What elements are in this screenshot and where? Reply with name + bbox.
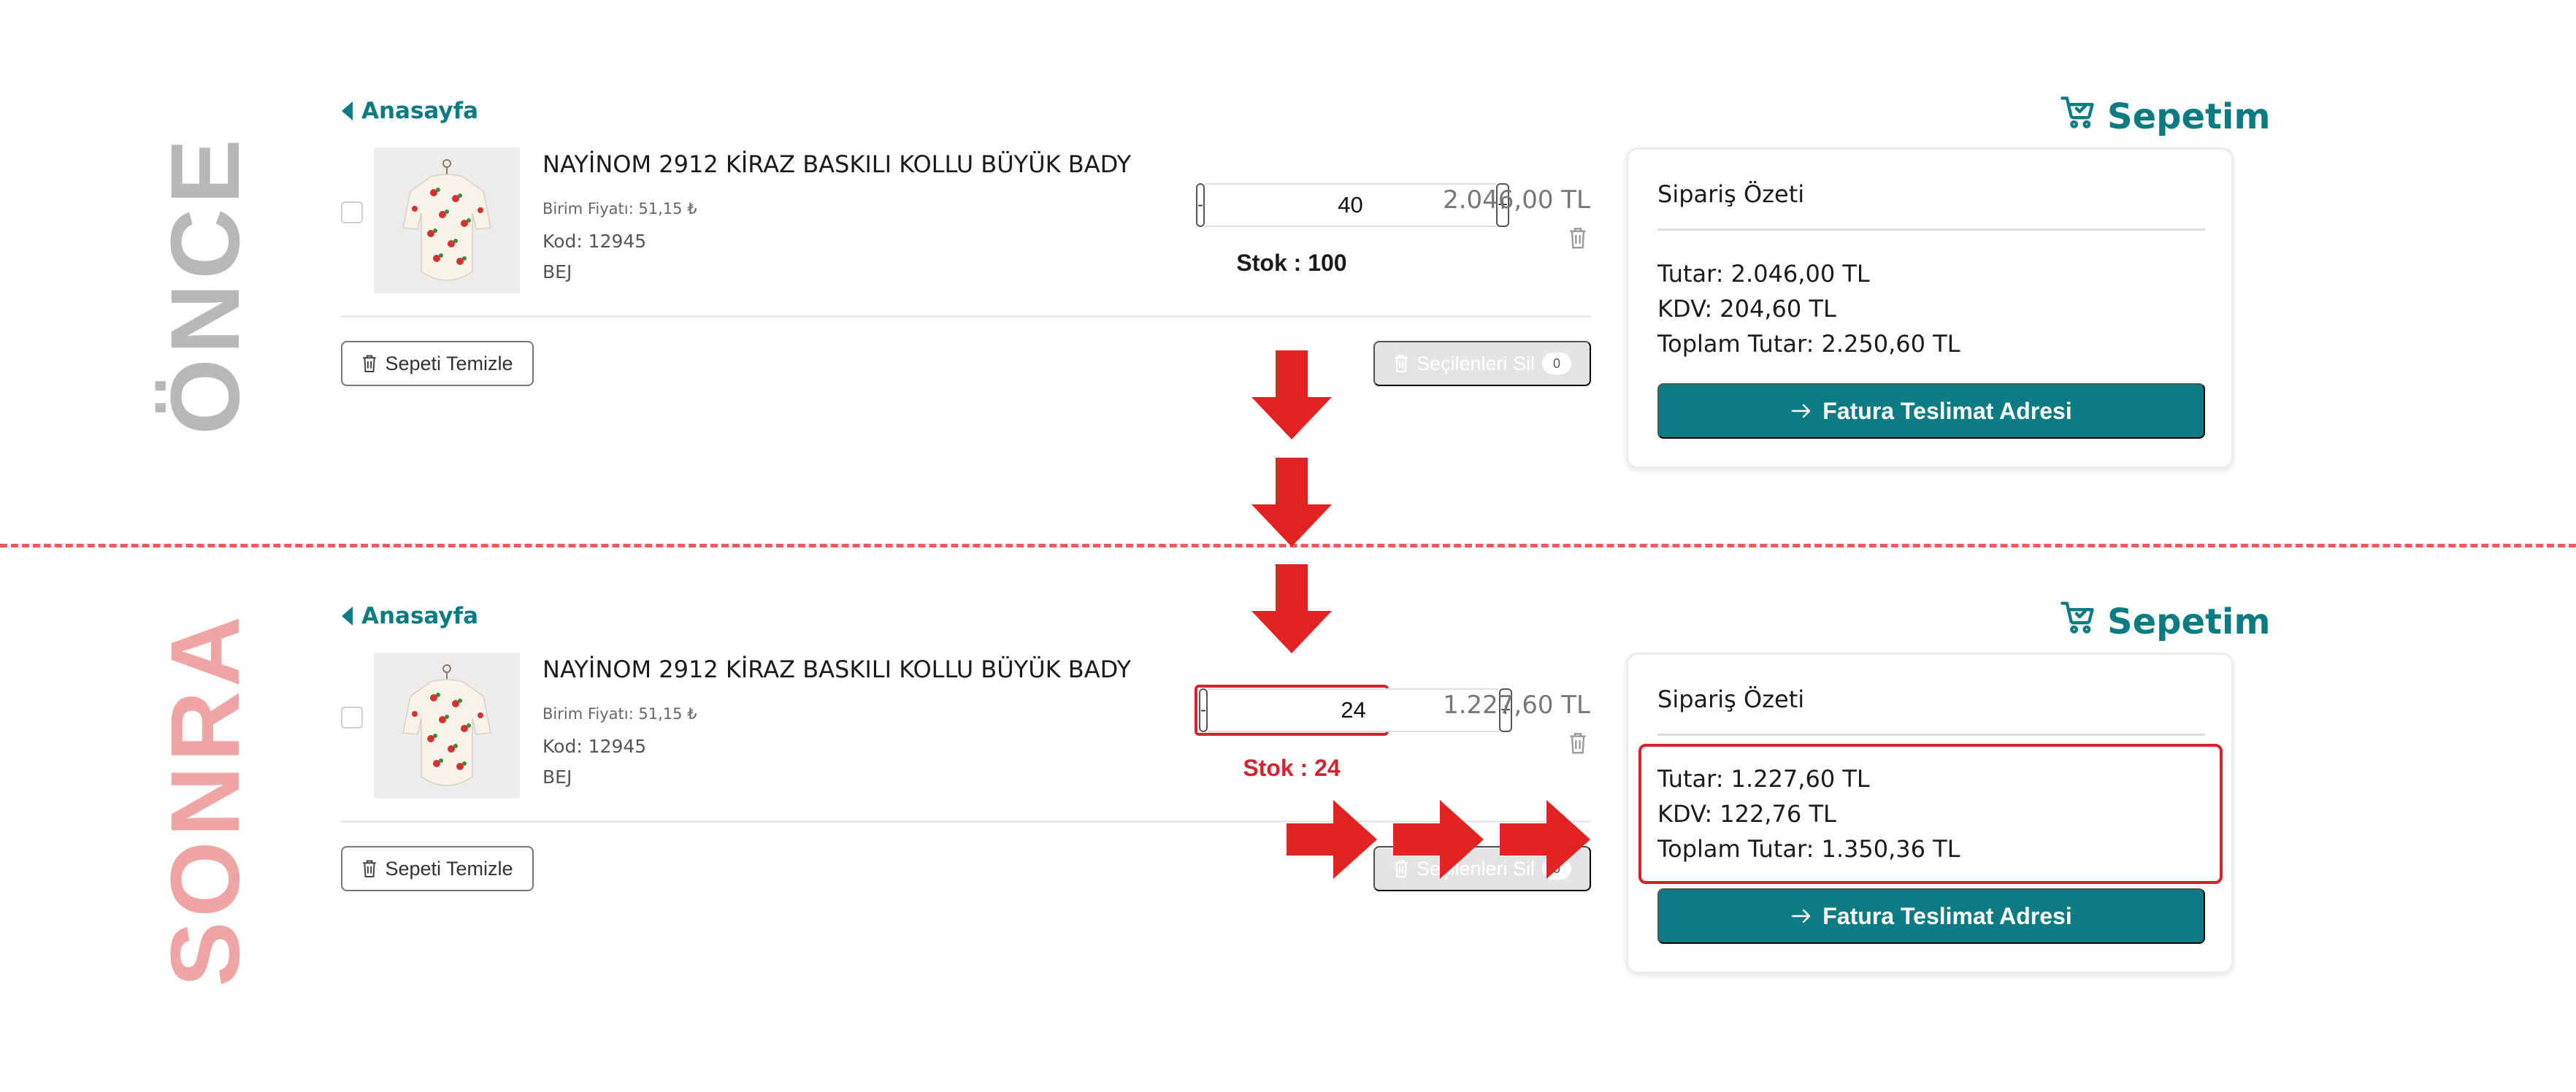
cart-title: Sepetim <box>2059 93 2270 140</box>
line-total: 1.227,60 TL <box>1443 691 1590 720</box>
order-summary-card: Sipariş Özeti Tutar: 1.227,60 TL KDV: 12… <box>1626 653 2234 974</box>
clear-cart-label: Sepeti Temizle <box>385 857 513 880</box>
right-arrow-icon <box>1287 800 1377 879</box>
summary-total: Toplam Tutar: 1.350,36 TL <box>1657 835 1960 863</box>
arrow-right-icon <box>1792 909 1811 923</box>
stock-label: Stok : 24 <box>1243 755 1341 781</box>
summary-total: Toplam Tutar: 2.250,60 TL <box>1657 330 1960 358</box>
cart-icon <box>2059 599 2097 645</box>
back-arrow-icon <box>342 101 353 120</box>
product-name[interactable]: NAYİNOM 2912 KİRAZ BASKILI KOLLU BÜYÜK B… <box>543 150 1132 178</box>
increase-button[interactable]: + <box>1499 688 1513 732</box>
quantity-stepper: - + <box>1196 182 1510 228</box>
after-panel: Anasayfa Sepetim NAYİNOM 2912 <box>0 505 2576 1010</box>
before-panel: Anasayfa Sepetim NAYİNOM 2912 <box>0 0 2576 505</box>
stock-label: Stok : 100 <box>1236 250 1347 276</box>
summary-amount: Tutar: 2.046,00 TL <box>1657 260 1870 288</box>
quantity-input[interactable] <box>1205 183 1496 227</box>
summary-vat: KDV: 204,60 TL <box>1657 295 1836 323</box>
cart-title-label: Sepetim <box>2107 601 2271 642</box>
decrease-button[interactable]: - <box>1196 183 1205 227</box>
trash-icon <box>1395 860 1408 877</box>
home-link[interactable]: Anasayfa <box>342 598 478 634</box>
product-code: Kod: 12945 <box>543 736 647 757</box>
before-after-divider <box>0 544 2576 547</box>
billing-address-button[interactable]: Fatura Teslimat Adresi <box>1657 888 2205 944</box>
delete-selected-label: Seçilenleri Sil <box>1416 857 1536 880</box>
product-image <box>374 653 520 799</box>
delete-selected-button[interactable]: Seçilenleri Sil 0 <box>1373 341 1591 386</box>
right-arrow-icon <box>1500 800 1590 879</box>
product-color: BEJ <box>543 766 572 788</box>
order-summary-card: Sipariş Özeti Tutar: 2.046,00 TL KDV: 20… <box>1626 147 2234 469</box>
back-arrow-icon <box>342 607 353 626</box>
quantity-input[interactable] <box>1208 688 1499 732</box>
summary-vat: KDV: 122,76 TL <box>1657 800 1836 828</box>
summary-lines: Tutar: 1.227,60 TL KDV: 122,76 TL Toplam… <box>1638 744 2223 884</box>
product-code: Kod: 12945 <box>543 231 647 252</box>
down-arrow-icon <box>1251 564 1332 653</box>
quantity-stepper: - + <box>1195 685 1513 736</box>
product-name[interactable]: NAYİNOM 2912 KİRAZ BASKILI KOLLU BÜYÜK B… <box>543 655 1132 683</box>
summary-lines: Tutar: 2.046,00 TL KDV: 204,60 TL Toplam… <box>1657 256 2227 361</box>
arrow-right-icon <box>1792 404 1811 418</box>
trash-icon <box>363 355 377 372</box>
summary-divider <box>1657 734 2205 736</box>
summary-amount: Tutar: 1.227,60 TL <box>1657 765 1870 793</box>
delete-selected-label: Seçilenleri Sil <box>1416 352 1536 374</box>
product-color: BEJ <box>543 261 572 282</box>
item-separator <box>341 315 1591 318</box>
home-link-label: Anasayfa <box>361 98 479 124</box>
down-arrow-icon <box>1251 458 1332 547</box>
item-select-checkbox[interactable] <box>341 707 363 728</box>
clear-cart-label: Sepeti Temizle <box>385 352 513 374</box>
home-link-label: Anasayfa <box>361 603 479 629</box>
remove-item-icon[interactable] <box>1568 226 1588 250</box>
right-arrow-icon <box>1393 800 1484 879</box>
summary-title: Sipariş Özeti <box>1657 685 1805 713</box>
clear-cart-button[interactable]: Sepeti Temizle <box>341 846 534 891</box>
billing-address-button[interactable]: Fatura Teslimat Adresi <box>1657 383 2205 439</box>
selected-count-badge: 0 <box>1542 353 1572 374</box>
cart-title-label: Sepetim <box>2107 96 2271 137</box>
cart-icon <box>2059 93 2097 140</box>
line-total: 2.046,00 TL <box>1443 185 1590 215</box>
increase-button[interactable]: + <box>1496 183 1510 227</box>
trash-icon <box>1395 355 1408 372</box>
billing-address-label: Fatura Teslimat Adresi <box>1822 902 2072 929</box>
down-arrow-icon <box>1251 350 1332 439</box>
home-link[interactable]: Anasayfa <box>342 93 478 129</box>
product-image <box>374 147 520 293</box>
clear-cart-button[interactable]: Sepeti Temizle <box>341 341 534 386</box>
billing-address-label: Fatura Teslimat Adresi <box>1822 397 2072 424</box>
unit-price: Birim Fiyatı: 51,15 ₺ <box>543 705 697 723</box>
summary-title: Sipariş Özeti <box>1657 180 1805 208</box>
unit-price: Birim Fiyatı: 51,15 ₺ <box>543 200 697 218</box>
trash-icon <box>363 860 377 877</box>
cart-title: Sepetim <box>2059 599 2270 645</box>
decrease-button[interactable]: - <box>1199 688 1208 732</box>
summary-divider <box>1657 228 2205 231</box>
item-separator <box>341 820 1591 823</box>
remove-item-icon[interactable] <box>1568 731 1588 755</box>
item-select-checkbox[interactable] <box>341 201 363 223</box>
